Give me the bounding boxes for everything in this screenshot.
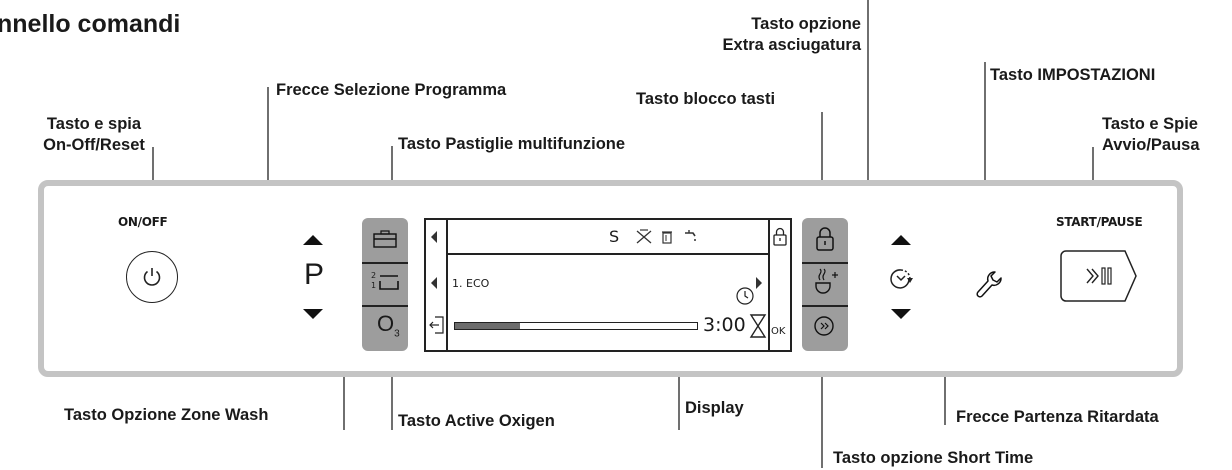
o3-subscript: 3: [394, 328, 400, 340]
label-settings: Tasto IMPOSTAZIONI: [990, 66, 1156, 84]
tablets-icon[interactable]: [372, 230, 398, 250]
label-active-oxygen: Tasto Active Oxigen: [398, 412, 555, 430]
door-icon: [429, 316, 444, 334]
label-start-pause: Tasto e Spie Avvio/Pausa: [1102, 114, 1200, 156]
label-zone-wash: Tasto Opzione Zone Wash: [64, 406, 269, 424]
label-delay-arrows: Frecce Partenza Ritardata: [956, 408, 1159, 426]
hourglass-icon: [749, 314, 767, 338]
program-letter: P: [304, 258, 325, 291]
right-column-divider: [802, 305, 848, 307]
short-time-icon[interactable]: [812, 313, 838, 339]
play-pause-icon: [1086, 267, 1112, 285]
status-s-indicator: S: [609, 227, 620, 246]
rack-icon: [379, 275, 399, 290]
ok-indicator: OK: [771, 326, 786, 337]
o3-letter: O: [377, 311, 395, 336]
remaining-time: 3:00: [703, 314, 746, 336]
delay-up-arrow-icon[interactable]: [890, 233, 912, 247]
zone-wash-button[interactable]: 2 1: [370, 268, 402, 300]
salt-icon: [662, 231, 672, 244]
label-onoff: Tasto e spia On-Off/Reset: [10, 114, 178, 156]
extra-dry-icon[interactable]: [812, 268, 840, 298]
rinse-aid-icon: [636, 229, 652, 244]
display-lock-icon: [773, 227, 787, 246]
display-screen: S 1. ECO 3:00 OK: [424, 218, 792, 352]
left-option-column: [362, 218, 408, 351]
display-left-arrow-icon: [431, 277, 437, 289]
left-column-divider: [362, 305, 408, 307]
display-left-arrow-icon: [431, 231, 437, 243]
display-top-divider: [446, 253, 769, 255]
label-extra-dry-line2: Extra asciugatura: [722, 36, 861, 54]
delay-down-arrow-icon[interactable]: [890, 307, 912, 321]
zone-bottom-number: 1: [371, 281, 377, 290]
label-extra-dry-line1: Tasto opzione: [751, 15, 861, 33]
power-icon: [143, 268, 161, 286]
label-start-pause-line1: Tasto e Spie: [1102, 115, 1198, 133]
program-down-arrow-icon[interactable]: [302, 307, 324, 321]
display-right-divider: [768, 220, 770, 350]
page-title: nnello comandi: [0, 10, 181, 38]
label-onoff-line2: On-Off/Reset: [43, 136, 145, 154]
start-pause-caption: START/PAUSE: [1056, 215, 1143, 229]
left-column-divider: [362, 262, 408, 264]
label-onoff-line1: Tasto e spia: [46, 115, 142, 133]
progress-fill: [455, 323, 521, 329]
label-display: Display: [685, 399, 744, 417]
label-key-lock: Tasto blocco tasti: [636, 90, 776, 108]
label-tablets: Tasto Pastiglie multifunzione: [398, 135, 626, 153]
program-up-arrow-icon[interactable]: [302, 233, 324, 247]
label-extra-dry: Tasto opzione Extra asciugatura: [706, 14, 861, 56]
onoff-caption: ON/OFF: [118, 215, 168, 229]
tap-icon: [685, 230, 696, 241]
label-start-pause-line2: Avvio/Pausa: [1102, 136, 1200, 154]
delay-timer-icon: [890, 269, 913, 289]
delay-clock-icon: [736, 287, 754, 305]
right-column-divider: [802, 262, 848, 264]
zone-top-number: 2: [371, 271, 377, 280]
display-right-arrow-icon: [756, 277, 762, 289]
wrench-icon[interactable]: [973, 268, 1005, 300]
display-left-divider: [446, 220, 448, 350]
program-name: 1. ECO: [452, 277, 490, 290]
active-oxygen-button[interactable]: O3: [377, 311, 400, 339]
label-short-time: Tasto opzione Short Time: [833, 449, 1034, 467]
progress-bar: [454, 322, 698, 330]
label-program-arrows: Frecce Selezione Programma: [276, 81, 507, 99]
start-pause-button[interactable]: [1060, 250, 1138, 302]
key-lock-icon[interactable]: [815, 226, 835, 252]
onoff-button[interactable]: [126, 251, 178, 303]
